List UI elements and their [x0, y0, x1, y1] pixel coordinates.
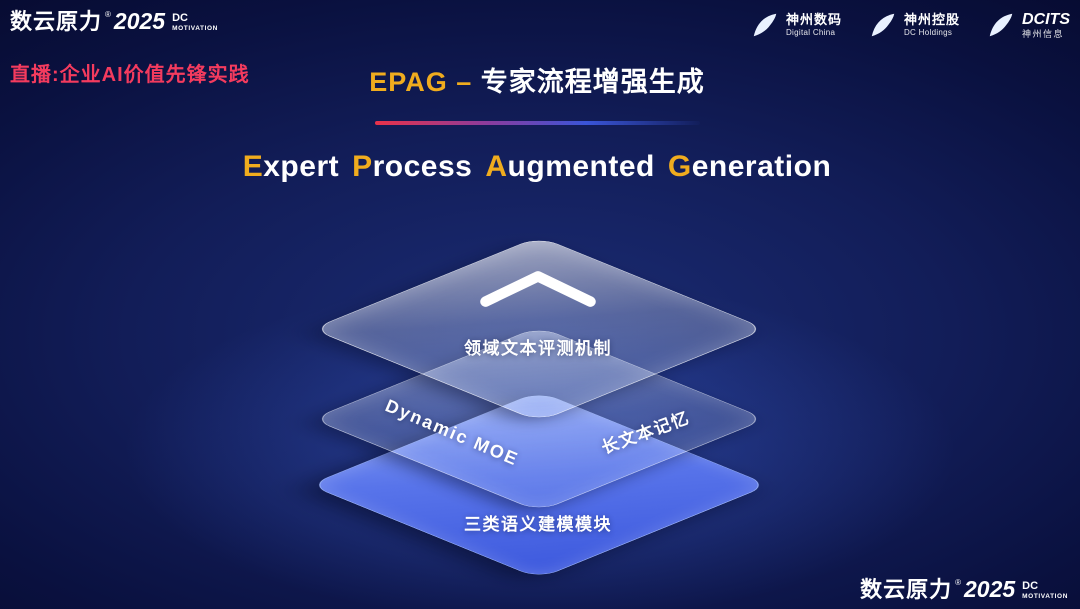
- brand-dc: DC: [1022, 580, 1039, 593]
- brand-year: 2025: [963, 576, 1016, 602]
- title-word: Augmented: [485, 150, 655, 184]
- brand-motivation: MOTIVATION: [1022, 592, 1068, 600]
- title-rest: rocess: [372, 150, 473, 183]
- page-title: Expert Process Augmented Generation: [243, 150, 832, 184]
- heading-divider-gradient: [375, 121, 700, 125]
- brand-dc: DC: [172, 12, 188, 25]
- brand-motivation: MOTIVATION: [172, 24, 218, 32]
- swoosh-icon: [753, 13, 777, 37]
- heading-epag: EPAG: [369, 67, 448, 97]
- partner-text: 神州控股 DC Holdings: [903, 11, 960, 37]
- title-initial: A: [485, 150, 508, 183]
- partner-subtitle: 神州信息: [1022, 29, 1065, 40]
- swoosh-icon: [871, 13, 895, 37]
- top-layer-label: 领域文本评测机制: [464, 339, 612, 358]
- partner-subtitle: DC Holdings: [903, 27, 953, 37]
- partner-name: 神州数码: [785, 11, 842, 27]
- brand-dc-motivation: DC MOTIVATION: [172, 13, 218, 33]
- live-topic-label: 直播:企业AI价值先锋实践: [10, 64, 250, 86]
- brand-name: 数云原力: [10, 9, 103, 34]
- title-rest: xpert: [263, 150, 340, 183]
- brand-name: 数云原力: [860, 577, 953, 602]
- partner-text: DCITS 神州信息: [1022, 11, 1070, 40]
- brand-year: 2025: [113, 8, 166, 34]
- bottom-layer-label: 三类语义建模模块: [464, 515, 612, 534]
- title-rest: eneration: [691, 150, 832, 183]
- title-word: Generation: [668, 150, 831, 184]
- partner-subtitle: Digital China: [785, 27, 836, 37]
- partner-logo-dc-holdings: 神州控股 DC Holdings: [868, 10, 960, 40]
- heading-dash: –: [447, 67, 481, 97]
- partner-logo-digital-china: 神州数码 Digital China: [750, 10, 842, 40]
- partner-logo-dcits: DCITS 神州信息: [986, 10, 1070, 40]
- title-initial: P: [352, 150, 373, 183]
- brand-logo-top-left: 数云原力 ® 2025 DC MOTIVATION: [10, 10, 218, 33]
- title-rest: ugmented: [507, 150, 655, 183]
- brand-logo-bottom-right: 数云原力 ® 2025 DC MOTIVATION: [860, 578, 1068, 601]
- title-word: Expert: [243, 150, 339, 184]
- registered-mark: ®: [955, 578, 961, 587]
- title-word: Process: [352, 150, 472, 184]
- heading-chinese: 专家流程增强生成: [480, 67, 705, 97]
- partner-name: DCITS: [1022, 10, 1070, 28]
- partner-logos: 神州数码 Digital China 神州控股 DC Holdings DCIT…: [750, 10, 1070, 40]
- title-initial: G: [667, 150, 692, 183]
- partner-text: 神州数码 Digital China: [785, 11, 842, 37]
- chevron-up-icon: [480, 271, 596, 307]
- registered-mark: ®: [105, 10, 111, 19]
- brand-dc-motivation: DC MOTIVATION: [1022, 581, 1068, 601]
- swoosh-icon: [989, 13, 1013, 37]
- slide-heading: EPAG – 专家流程增强生成: [369, 60, 705, 99]
- title-initial: E: [242, 150, 264, 183]
- partner-name: 神州控股: [903, 11, 960, 27]
